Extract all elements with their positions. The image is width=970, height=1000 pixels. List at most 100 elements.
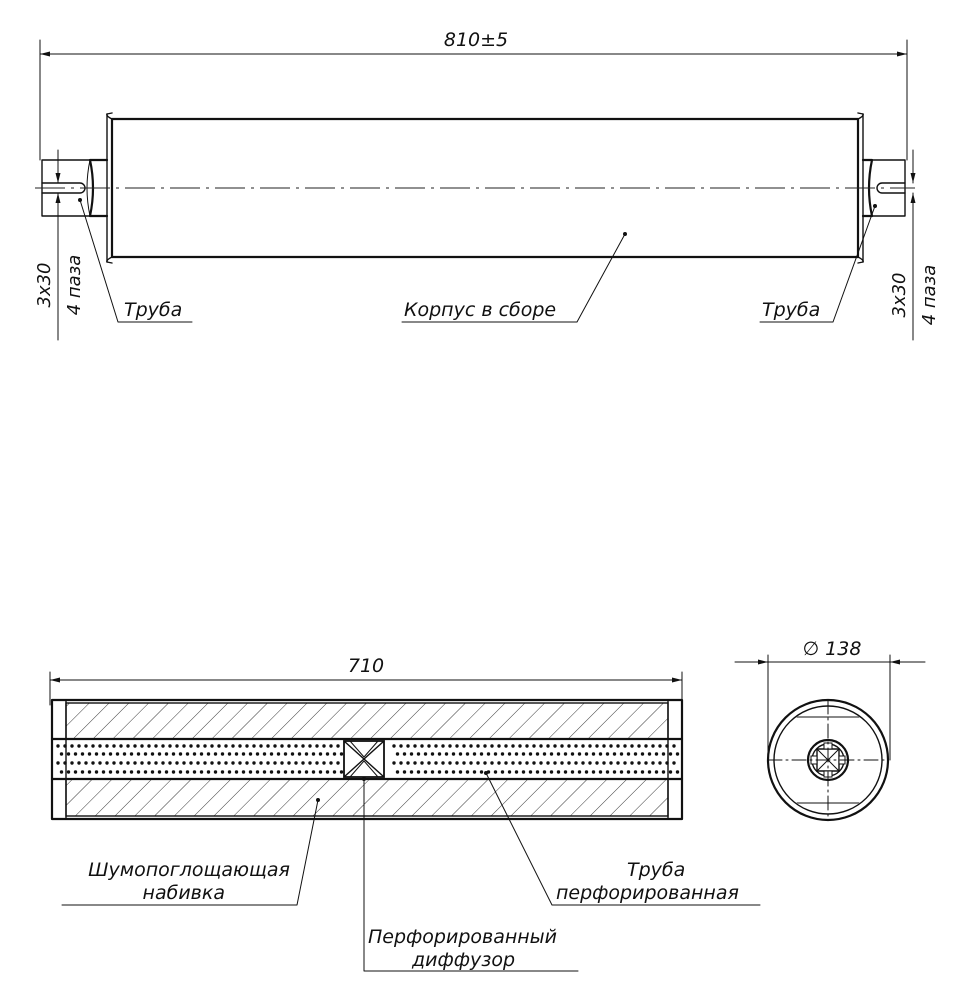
perforation-hole — [626, 770, 631, 774]
perforation-hole — [598, 752, 603, 756]
perforation-hole — [91, 744, 95, 748]
perforation-hole — [427, 744, 431, 748]
perforation-hole — [444, 752, 449, 756]
perforation-hole — [297, 770, 302, 774]
perforation-hole — [339, 752, 344, 756]
perforation-hole — [248, 752, 253, 756]
perforation-hole — [150, 752, 155, 756]
perforation-hole — [395, 752, 400, 756]
perforation-hole — [87, 770, 92, 774]
perforation-hole — [276, 752, 281, 756]
label-perf-pipe-1: Труба — [627, 859, 685, 881]
perforation-hole — [546, 761, 550, 765]
diameter-dimension: ∅ 138 — [734, 638, 926, 761]
perforation-hole — [616, 761, 620, 765]
perforation-hole — [318, 770, 323, 774]
perforation-hole — [297, 752, 302, 756]
perforation-hole — [609, 744, 613, 748]
perforation-hole — [511, 744, 515, 748]
perforation-hole — [301, 761, 305, 765]
perforation-hole — [140, 761, 144, 765]
perforation-hole — [168, 744, 172, 748]
perforation-hole — [119, 761, 123, 765]
perforation-hole — [164, 752, 169, 756]
perforation-hole — [269, 770, 274, 774]
perforation-hole — [598, 770, 603, 774]
perforation-hole — [220, 752, 225, 756]
perforation-hole — [535, 752, 540, 756]
perforation-hole — [287, 761, 291, 765]
label-pipe-right: Труба — [762, 299, 820, 321]
perforation-hole — [168, 761, 172, 765]
perforation-hole — [469, 761, 473, 765]
perforation-hole — [217, 761, 221, 765]
perforation-hole — [178, 752, 183, 756]
perforation-hole — [231, 761, 235, 765]
perforation-hole — [150, 770, 155, 774]
section-leaders — [61, 771, 761, 972]
perforation-hole — [507, 770, 512, 774]
section-shell — [50, 698, 684, 821]
perforation-hole — [658, 744, 662, 748]
perforation-hole — [430, 752, 435, 756]
right-slot-size: 3x30 — [889, 272, 910, 317]
perforation-hole — [455, 761, 459, 765]
perforation-hole — [259, 761, 263, 765]
perforation-hole — [140, 744, 144, 748]
perforation-hole — [161, 761, 165, 765]
perforation-hole — [675, 752, 680, 756]
perforation-hole — [311, 770, 316, 774]
perforation-hole — [63, 761, 67, 765]
perforated-pipe — [50, 737, 684, 781]
perforation-hole — [413, 744, 417, 748]
perforation-hole — [266, 744, 270, 748]
perforation-hole — [136, 752, 141, 756]
perforation-hole — [567, 744, 571, 748]
perforation-hole — [122, 752, 127, 756]
right-slot-count: 4 паза — [919, 265, 940, 326]
perforation-hole — [322, 744, 326, 748]
perforation-hole — [570, 752, 575, 756]
perforation-hole — [441, 761, 445, 765]
perforation-hole — [325, 770, 330, 774]
perforation-hole — [185, 770, 190, 774]
perforation-hole — [59, 770, 64, 774]
perforation-hole — [448, 761, 452, 765]
perforation-hole — [549, 770, 554, 774]
overall-length-dimension: 810±5 — [39, 29, 908, 161]
perforation-hole — [210, 761, 214, 765]
perforation-hole — [577, 770, 582, 774]
perforation-hole — [455, 744, 459, 748]
perforation-hole — [269, 752, 274, 756]
perforation-hole — [66, 770, 71, 774]
perforation-hole — [126, 761, 130, 765]
perforation-hole — [556, 752, 561, 756]
perforation-hole — [129, 752, 134, 756]
perforation-hole — [619, 752, 624, 756]
perforation-hole — [532, 761, 536, 765]
perforation-hole — [164, 770, 169, 774]
diameter-text: ∅ 138 — [803, 638, 862, 660]
perforation-hole — [203, 761, 207, 765]
perforation-hole — [493, 770, 498, 774]
perforation-hole — [129, 770, 134, 774]
perforation-hole — [584, 770, 589, 774]
perforation-hole — [479, 770, 484, 774]
perforation-hole — [553, 744, 557, 748]
left-slot-dimension: 3x30 4 паза — [34, 149, 85, 341]
perforation-hole — [584, 752, 589, 756]
perforation-hole — [619, 770, 624, 774]
perforation-hole — [672, 761, 676, 765]
perforation-hole — [283, 752, 288, 756]
perforation-hole — [280, 761, 284, 765]
perforation-hole — [630, 761, 634, 765]
perforation-hole — [154, 761, 158, 765]
perforation-hole — [122, 770, 127, 774]
perforation-hole — [311, 752, 316, 756]
perforation-hole — [66, 752, 71, 756]
perforation-hole — [56, 761, 60, 765]
perforation-hole — [402, 770, 407, 774]
perforation-hole — [399, 744, 403, 748]
perforation-hole — [644, 744, 648, 748]
perforation-hole — [549, 752, 554, 756]
